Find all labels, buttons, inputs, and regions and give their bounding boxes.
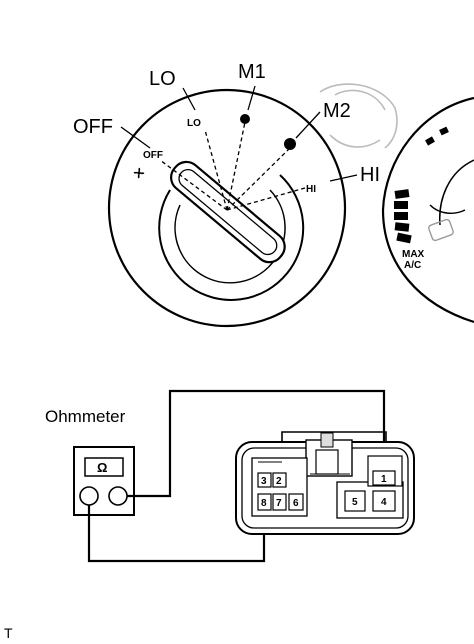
lo-outer-label: LO [149, 68, 176, 90]
temp-scale-bars [394, 189, 412, 244]
m2-outer-label: M2 [323, 100, 351, 122]
max-ac-label-2: A/C [404, 260, 421, 271]
temp-top-marks [425, 126, 449, 146]
m2-dot [284, 138, 296, 150]
pin-6: 6 [293, 498, 299, 509]
m1-outer-label: M1 [238, 61, 266, 83]
pin-1: 1 [381, 474, 387, 485]
adjacent-control [319, 83, 398, 149]
fan-icon [133, 167, 145, 179]
knob-inner-ring [174, 189, 286, 284]
max-ac-label-1: MAX [402, 249, 425, 260]
hi-inner-label: HI [306, 184, 316, 195]
pin-2: 2 [276, 476, 282, 487]
lead-to-pin-1 [127, 389, 386, 498]
blower-switch: OFF LO M1 M2 HI OFF LO HI [73, 61, 380, 328]
pin-4: 4 [381, 497, 387, 508]
hi-outer-label: HI [360, 164, 380, 186]
m1-dot [240, 114, 250, 124]
lo-inner-label: LO [187, 118, 201, 129]
ohmmeter-body [73, 446, 135, 516]
pin-3: 3 [261, 476, 267, 487]
position-pointers [159, 121, 306, 211]
ohmmeter-title: Ohmmeter [45, 407, 126, 426]
label-leaders [120, 85, 358, 182]
ohm-symbol: Ω [97, 460, 107, 475]
ohmmeter-display [84, 457, 124, 477]
connector-latch [281, 431, 387, 442]
ohmmeter-probe-right [108, 486, 128, 506]
off-inner-label: OFF [143, 150, 163, 161]
switch-bezel [107, 88, 347, 328]
pin-cells [257, 470, 396, 512]
pin-7: 7 [276, 498, 282, 509]
temperature-dial: MAX A/C [381, 96, 474, 324]
switch-connector: 3 2 8 7 6 1 5 4 [235, 431, 415, 535]
off-outer-label: OFF [73, 116, 113, 138]
pin-5: 5 [352, 497, 358, 508]
knob-handle [170, 160, 286, 264]
temp-dial-inner [439, 159, 474, 226]
knob-outer-ring [158, 174, 305, 301]
temp-dial-rim [381, 96, 474, 324]
figure-code: T [4, 625, 13, 641]
ohmmeter-probe-left [79, 486, 99, 506]
pin-8: 8 [261, 498, 267, 509]
ohmmeter: Ohmmeter Ω [45, 407, 135, 516]
